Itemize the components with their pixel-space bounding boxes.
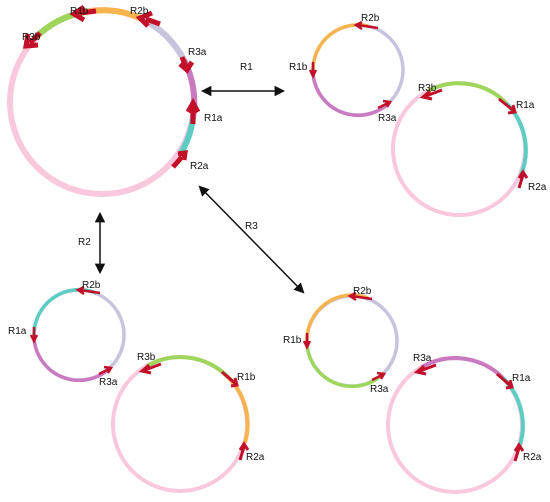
r2-small-repeat-r3a bbox=[98, 365, 114, 376]
r2-small-label-r1a: R1a bbox=[8, 326, 27, 337]
r2-small-repeat-r2b bbox=[75, 285, 101, 296]
r3-arrow bbox=[198, 185, 305, 294]
r1-large-repeat-r1a bbox=[498, 97, 517, 115]
r2-large-repeat-r2a bbox=[238, 441, 250, 461]
r3-small-label-r2b: R2b bbox=[353, 286, 372, 297]
master-label-r2b: R2b bbox=[130, 6, 149, 17]
r3-large-repeat-r3a bbox=[413, 363, 437, 376]
master-repeat-r1b bbox=[69, 4, 97, 23]
r3-large-circle: R3a R1a R2a bbox=[386, 353, 542, 494]
master-repeat-r1a bbox=[185, 97, 201, 124]
r2-large-label-r3b: R3b bbox=[137, 352, 156, 363]
r1-small-label-r2b: R2b bbox=[361, 13, 380, 24]
r3-small-repeat-r1b bbox=[302, 333, 312, 350]
r1-large-circle: R3b R1a R2a bbox=[391, 81, 547, 217]
r2-small-label-r2b: R2b bbox=[82, 280, 101, 291]
r3-small-circle: R2b R1b R3a bbox=[283, 286, 399, 395]
master-label-r3a: R3a bbox=[188, 47, 207, 58]
master-label-r1b: R1b bbox=[70, 6, 89, 17]
r3-large-label-r3a: R3a bbox=[413, 353, 432, 364]
r2-large-circle: R3b R1b R2a bbox=[111, 352, 265, 493]
master-label-r1a: R1a bbox=[204, 113, 223, 124]
r1-small-magenta bbox=[311, 69, 392, 118]
r3-label: R3 bbox=[245, 221, 258, 232]
r3-small-label-r3a: R3a bbox=[370, 384, 389, 395]
r1-large-repeat-r2a bbox=[517, 169, 529, 189]
r2-small-label-r3a: R3a bbox=[99, 377, 118, 388]
master-repeat-r3b bbox=[23, 31, 42, 49]
r2-large-repeat-r1b bbox=[221, 370, 239, 388]
r1-small-circle: R2b R1b R3a bbox=[289, 13, 405, 124]
r3-large-label-r1a: R1a bbox=[512, 373, 531, 384]
r3-small-orange bbox=[305, 293, 369, 342]
r1-large-label-r2a: R2a bbox=[528, 182, 547, 193]
r2-large-label-r2a: R2a bbox=[246, 452, 265, 463]
r3-large-magenta bbox=[421, 356, 505, 380]
master-label-r2a: R2a bbox=[190, 161, 209, 172]
r1-large-label-r1a: R1a bbox=[516, 100, 535, 111]
master-repeat-r2b bbox=[135, 10, 161, 28]
r3-small-green bbox=[305, 340, 386, 389]
r1-small-repeat-r3a bbox=[377, 99, 393, 110]
master-repeat-r2a bbox=[171, 150, 188, 169]
r1-label: R1 bbox=[240, 62, 253, 73]
r3-small-label-r1b: R1b bbox=[283, 335, 302, 346]
r3-large-label-r2a: R2a bbox=[523, 452, 542, 463]
r1-small-label-r3a: R3a bbox=[378, 113, 397, 124]
r1-large-label-r3b: R3b bbox=[418, 83, 437, 94]
r3-large-repeat-r2a bbox=[513, 442, 525, 462]
master-label-r3b: R3b bbox=[22, 32, 41, 43]
r1-small-repeat-r2b bbox=[353, 20, 379, 31]
r2-small-magenta bbox=[32, 334, 113, 383]
r2-small-teal bbox=[32, 287, 97, 336]
master-circle: R1b R2b R3b R3a R1a R2a bbox=[7, 4, 223, 197]
r1-small-label-r1b: R1b bbox=[289, 62, 308, 73]
r2-large-repeat-r3b bbox=[138, 362, 162, 375]
master-repeat-r3a bbox=[178, 56, 195, 74]
r1-small-repeat-r1b bbox=[308, 62, 318, 79]
r3-large-repeat-r1a bbox=[496, 372, 514, 390]
r1-large-green bbox=[427, 81, 508, 105]
r1-large-repeat-r3b bbox=[419, 88, 443, 101]
r3-small-repeat-r2b bbox=[347, 291, 373, 302]
r2-large-green bbox=[146, 355, 229, 378]
r2-small-repeat-r1a bbox=[29, 327, 39, 344]
r2-small-circle: R2b R1a R3a bbox=[8, 280, 126, 388]
r3-small-repeat-r3a bbox=[371, 371, 387, 382]
r2-large-label-r1b: R1b bbox=[237, 372, 256, 383]
r2-label: R2 bbox=[78, 237, 91, 248]
r1-small-orange bbox=[311, 23, 369, 71]
